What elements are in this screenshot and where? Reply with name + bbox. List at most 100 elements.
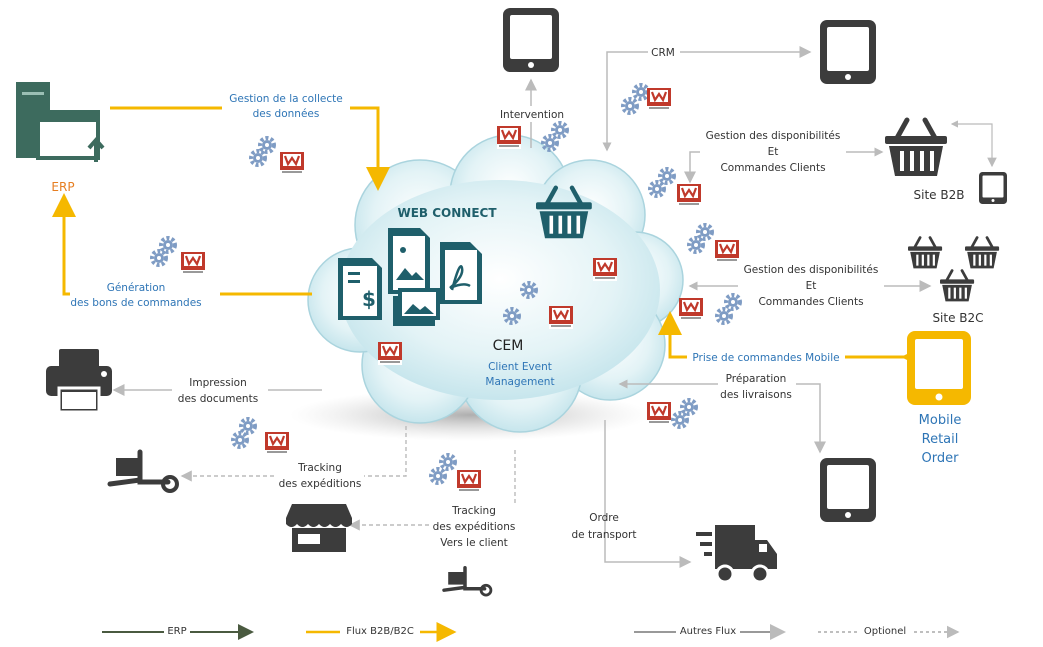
- label-collecte-1: Gestion de la collecte: [229, 93, 343, 105]
- woopynet-badge-icon: [179, 250, 207, 277]
- flow-crm-arrow: [602, 46, 812, 152]
- label-tracking-2: des expéditions: [279, 478, 362, 490]
- gear-icon: [503, 307, 521, 325]
- gear-icon: [696, 223, 714, 241]
- erp-label: ERP: [51, 180, 74, 194]
- tablet-icon: [979, 172, 1007, 204]
- label-impression-1: Impression: [189, 377, 246, 389]
- legend-autres-label: Autres Flux: [680, 626, 736, 637]
- trolley-icon: [442, 566, 493, 597]
- label-preparation-2: des livraisons: [720, 389, 792, 401]
- label-tracking-client-2: des expéditions: [433, 521, 516, 533]
- legend-erp-label: ERP: [167, 626, 186, 637]
- label-generation-2: des bons de commandes: [70, 297, 201, 309]
- pdf-document-icon: [440, 242, 482, 304]
- label-impression-2: des documents: [178, 393, 258, 405]
- woopynet-badge-icon: [677, 296, 705, 323]
- gear-icon: [520, 281, 538, 299]
- woopynet-badge-icon: [455, 468, 483, 495]
- label-tracking-1: Tracking: [297, 462, 342, 474]
- label-collecte-2: des données: [253, 108, 320, 120]
- label-tracking-client-1: Tracking: [451, 505, 496, 517]
- woopynet-badge-icon: [547, 304, 575, 331]
- woopynet-badge-icon: [675, 182, 703, 209]
- flow-tracking-arrow: [180, 426, 407, 482]
- label-tracking-client-3: Vers le client: [440, 537, 508, 549]
- legend-flux-label: Flux B2B/B2C: [346, 626, 414, 637]
- label-b2c-1: Gestion des disponibilités: [744, 264, 879, 276]
- gear-icon: [159, 236, 177, 254]
- gear-icon: [621, 97, 639, 115]
- server-icon: [16, 82, 105, 162]
- basket-icon: [906, 236, 944, 270]
- label-crm: CRM: [651, 47, 675, 59]
- tablet-icon: [820, 458, 876, 522]
- gear-icon: [658, 167, 676, 185]
- shop-icon: [286, 504, 352, 552]
- label-b2b-2: Et: [768, 146, 779, 158]
- web-connect-title: WEB CONNECT: [397, 206, 497, 220]
- gear-icon: [150, 249, 168, 267]
- flow-collecte-arrow: [110, 106, 390, 191]
- woopynet-badge-icon: [263, 430, 291, 457]
- label-intervention: Intervention: [500, 109, 564, 121]
- label-preparation-1: Préparation: [726, 373, 787, 385]
- flow-transport-arrow: [604, 420, 692, 568]
- woopynet-badge-icon: [278, 150, 306, 177]
- gear-icon: [632, 83, 650, 101]
- label-ordre-2: de transport: [572, 529, 637, 541]
- woopynet-badge-icon: [591, 256, 619, 283]
- printer-icon: [46, 349, 112, 414]
- mobile-label-3: Order: [922, 451, 960, 466]
- gear-icon: [439, 453, 457, 471]
- truck-icon: [696, 525, 777, 584]
- mobile-label-2: Retail: [922, 432, 959, 447]
- woopynet-badge-icon: [376, 340, 404, 367]
- gear-icon: [551, 121, 569, 139]
- basket-icon: [885, 120, 947, 176]
- cem-subtitle-2: Management: [485, 376, 554, 388]
- gear-icon: [724, 293, 742, 311]
- label-b2c-3: Commandes Clients: [758, 296, 863, 308]
- tablet-icon: [820, 20, 876, 84]
- woopynet-badge-icon: [645, 400, 673, 427]
- label-b2b-1: Gestion des disponibilités: [706, 130, 841, 142]
- legend-optionel-label: Optionel: [864, 626, 906, 637]
- gear-icon: [648, 180, 666, 198]
- mobile-label-1: Mobile: [919, 413, 962, 428]
- svg-text:$: $: [362, 287, 376, 311]
- site-b2c-label: Site B2C: [932, 311, 983, 325]
- flow-b2b-tablet-arrow: [950, 120, 997, 168]
- cem-subtitle-1: Client Event: [488, 361, 552, 373]
- mobile-tablet-icon: [907, 331, 971, 405]
- label-ordre-1: Ordre: [589, 512, 619, 524]
- gear-icon: [249, 149, 267, 167]
- document-icon: $: [338, 258, 382, 320]
- label-b2c-2: Et: [806, 280, 817, 292]
- basket-icon: [963, 236, 1001, 270]
- gear-icon: [680, 398, 698, 416]
- tablet-icon: [503, 8, 559, 72]
- woopynet-badge-icon: [495, 124, 523, 151]
- image-document-icon: [388, 228, 430, 294]
- basket-icon: [536, 185, 592, 239]
- gear-icon: [239, 417, 257, 435]
- flow-preparation-arrow: [618, 379, 826, 454]
- basket-icon: [938, 269, 976, 303]
- woopynet-badge-icon: [713, 238, 741, 265]
- label-prise-mobile: Prise de commandes Mobile: [692, 352, 839, 364]
- pictures-icon: [393, 288, 440, 326]
- gear-icon: [671, 411, 689, 429]
- gear-icon: [231, 431, 249, 449]
- gear-icon: [541, 134, 559, 152]
- site-b2b-label: Site B2B: [914, 188, 965, 202]
- woopynet-badge-icon: [645, 86, 673, 113]
- flow-generation-arrow: [52, 193, 312, 296]
- flow-tracking-client-arrow: [348, 450, 516, 531]
- gear-icon: [687, 236, 705, 254]
- label-b2b-3: Commandes Clients: [720, 162, 825, 174]
- gear-icon: [429, 467, 447, 485]
- legend: ERP Flux B2B/B2C Autres Flux Optionel: [102, 622, 960, 642]
- trolley-icon: [110, 452, 177, 491]
